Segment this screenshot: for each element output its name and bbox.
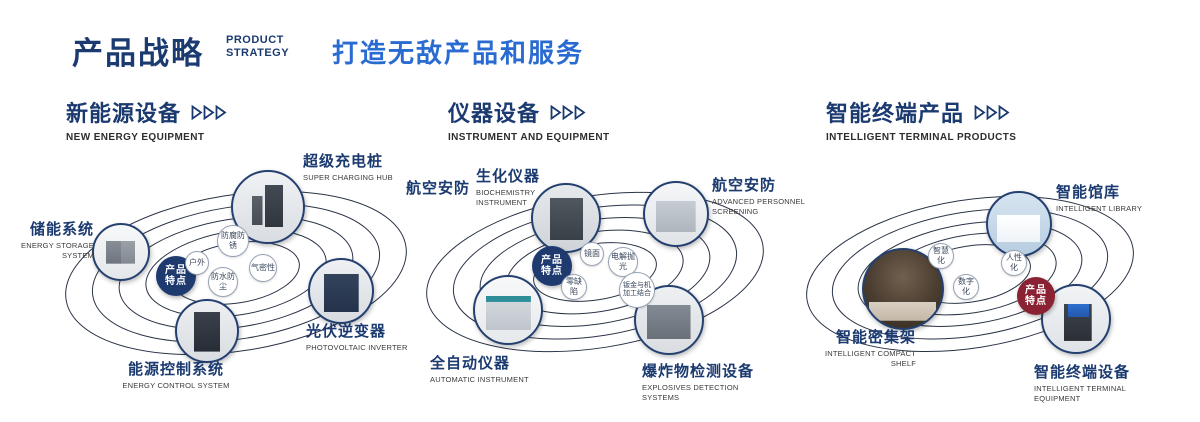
product-image-intelligent-compact-shelf: [862, 248, 944, 330]
slogan: 打造无敌产品和服务: [332, 38, 585, 68]
section-subtitle: INSTRUMENT AND EQUIPMENT: [448, 132, 610, 143]
feature-tag: 钣金与机加工结合: [619, 272, 655, 308]
feature-tag: 零缺陷: [561, 274, 587, 300]
product-image-photovoltaic-inverter: [308, 258, 374, 324]
product-name: 光伏逆变器: [306, 323, 387, 340]
product-image-energy-storage-system: [92, 223, 150, 281]
section-title: 仪器设备: [448, 101, 541, 126]
badge-text-line1: 产品: [1025, 284, 1047, 296]
section-title: 新能源设备: [66, 101, 182, 126]
label-automatic-instrument: 全自动仪器 AUTOMATIC INSTRUMENT: [430, 352, 540, 385]
product-name-en: INTELLIGENT TERMINAL EQUIPMENT: [1034, 384, 1126, 403]
triple-arrow-icon: [191, 104, 227, 120]
product-image-automatic-instrument: [473, 275, 543, 345]
feature-tag: 数字化: [953, 274, 979, 300]
product-image-biochemistry-instrument: [531, 183, 601, 253]
label-super-charging-hub: 超级充电桩 SUPER CHARGING HUB: [303, 150, 415, 183]
page-title-en-line1: PRODUCT: [226, 34, 284, 46]
product-name: 生化仪器: [476, 168, 541, 185]
product-image-explosives-detection: [634, 285, 704, 355]
product-name-en: ENERGY CONTROL SYSTEM: [122, 381, 230, 390]
product-name: 航空安防: [712, 177, 777, 194]
product-name-en: SUPER CHARGING HUB: [303, 173, 393, 182]
product-name-en: ENERGY STORAGE SYSTEM: [21, 241, 94, 260]
product-image-personnel-screening: [643, 181, 709, 247]
label-energy-storage-system: 储能系统 ENERGY STORAGE SYSTEM: [10, 218, 94, 261]
product-name: 全自动仪器: [430, 355, 511, 372]
feature-tag: 镜面: [580, 242, 604, 266]
label-biochemistry-instrument: 生化仪器 BIOCHEMISTRY INSTRUMENT: [476, 165, 576, 208]
badge-text-line1: 产品: [541, 254, 563, 266]
label-explosives-detection: 爆炸物检测设备 EXPLOSIVES DETECTION SYSTEMS: [642, 360, 777, 403]
label-photovoltaic-inverter: 光伏逆变器 PHOTOVOLTAIC INVERTER: [306, 320, 426, 353]
label-personnel-screening: 航空安防 ADVANCED PERSONNEL SCREENING: [712, 174, 824, 217]
product-name: 能源控制系统: [127, 361, 224, 378]
badge-text-line2: 特点: [165, 276, 187, 287]
product-name-en: AUTOMATIC INSTRUMENT: [430, 375, 529, 384]
section-header-intelligent-terminal: 智能终端产品 INTELLIGENT TERMINAL PRODUCTS: [826, 96, 1016, 143]
page-title: 产品战略: [72, 36, 204, 71]
section-header-instrument: 仪器设备 INSTRUMENT AND EQUIPMENT: [448, 96, 609, 143]
product-name: 爆炸物检测设备: [642, 363, 755, 380]
product-name: 智能馆库: [1056, 184, 1121, 201]
label-aviation-security: 航空安防: [406, 177, 486, 198]
product-name-en: INTELLIGENT COMPACT SHELF: [824, 349, 916, 368]
page-title-en-line2: STRATEGY: [226, 46, 290, 59]
product-name: 超级充电桩: [303, 153, 384, 170]
label-energy-control-system: 能源控制系统 ENERGY CONTROL SYSTEM: [111, 358, 241, 391]
feature-tag: 防腐防锈: [217, 225, 249, 257]
product-name: 智能终端设备: [1034, 364, 1131, 381]
feature-tag: 智慧化: [928, 243, 954, 269]
section-title: 智能终端产品: [826, 101, 965, 126]
product-image-energy-control-system: [175, 299, 239, 363]
section-subtitle: INTELLIGENT TERMINAL PRODUCTS: [826, 132, 1017, 143]
product-name-en: ADVANCED PERSONNEL SCREENING: [712, 197, 805, 216]
product-name-en: EXPLOSIVES DETECTION SYSTEMS: [642, 383, 739, 402]
triple-arrow-icon: [550, 104, 586, 120]
product-name-en: BIOCHEMISTRY INSTRUMENT: [476, 188, 536, 207]
product-image-super-charging-hub: [231, 170, 305, 244]
product-features-badge: 产品 特点: [1017, 277, 1055, 315]
section-header-new-energy: 新能源设备 NEW ENERGY EQUIPMENT: [66, 96, 227, 143]
feature-tag: 防水防尘: [208, 267, 238, 297]
feature-tag: 人性化: [1001, 250, 1027, 276]
feature-tag: 气密性: [249, 254, 277, 282]
product-name: 航空安防: [406, 180, 471, 197]
label-intelligent-compact-shelf: 智能密集架 INTELLIGENT COMPACT SHELF: [806, 326, 916, 369]
product-image-intelligent-library: [986, 191, 1052, 257]
product-name: 储能系统: [29, 221, 94, 238]
feature-tag: 户外: [185, 251, 209, 275]
badge-text-line2: 特点: [1025, 296, 1047, 307]
triple-arrow-icon: [974, 104, 1010, 120]
label-intelligent-terminal-equipment: 智能终端设备 INTELLIGENT TERMINAL EQUIPMENT: [1034, 361, 1174, 404]
badge-text-line1: 产品: [165, 264, 187, 276]
label-intelligent-library: 智能馆库 INTELLIGENT LIBRARY: [1056, 181, 1156, 214]
page-title-english: PRODUCT STRATEGY: [226, 34, 289, 59]
section-subtitle: NEW ENERGY EQUIPMENT: [66, 132, 205, 143]
badge-text-line2: 特点: [541, 266, 563, 277]
product-name-en: PHOTOVOLTAIC INVERTER: [306, 343, 408, 352]
product-name-en: INTELLIGENT LIBRARY: [1056, 204, 1143, 213]
product-name: 智能密集架: [835, 329, 916, 346]
